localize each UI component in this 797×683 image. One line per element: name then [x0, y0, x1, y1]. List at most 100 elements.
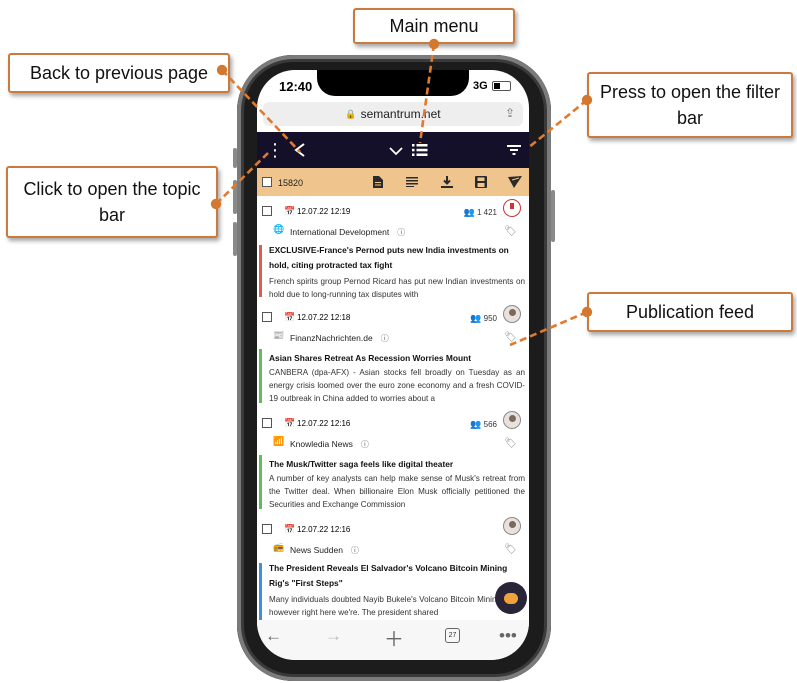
calendar-icon: 📅 — [284, 524, 296, 534]
lock-icon: 🔒 — [345, 108, 357, 119]
text-lines-icon[interactable] — [406, 177, 418, 187]
item-snippet: A number of key analysts can help make s… — [269, 474, 525, 509]
item-checkbox[interactable] — [262, 312, 272, 322]
info-icon[interactable]: ⓘ — [397, 228, 406, 237]
source-logo-icon: 📻 — [273, 542, 285, 552]
address-bar[interactable]: 🔒 semantrum.net ⇪ — [263, 102, 523, 126]
item-checkbox[interactable] — [262, 418, 272, 428]
battery-icon — [492, 81, 511, 91]
status-time: 12:40 — [279, 79, 313, 94]
avatar[interactable] — [503, 517, 521, 535]
people-icon: 👥 — [463, 207, 475, 217]
filter-icon[interactable] — [507, 145, 521, 155]
download-icon[interactable] — [441, 176, 453, 188]
source-logo-icon: 📶 — [273, 436, 285, 446]
chat-button[interactable] — [495, 582, 527, 614]
publication-feed: 📅 12.07.22 12:19 👥1 421 🌐 International … — [257, 196, 529, 620]
source-logo-icon: 🌐 — [273, 224, 285, 234]
side-button-volume-down — [233, 222, 237, 256]
avatar[interactable] — [503, 199, 521, 217]
browser-back-icon[interactable]: ← — [265, 626, 282, 645]
tag-icon[interactable]: 🏷 — [504, 438, 517, 449]
share-icon[interactable]: ⇪ — [504, 106, 515, 120]
people-icon: 👥 — [470, 419, 482, 429]
category-bar — [259, 563, 262, 620]
readers-count: 👥950 — [470, 313, 497, 323]
document-icon[interactable] — [373, 176, 383, 188]
calendar-icon: 📅 — [284, 206, 296, 216]
callout-filter: Press to open the filter bar — [587, 72, 793, 138]
calendar-icon: 📅 — [284, 418, 296, 428]
info-icon[interactable]: ⓘ — [350, 546, 359, 555]
save-icon[interactable] — [475, 176, 487, 188]
url-text: semantrum.net — [360, 107, 441, 121]
back-arrow-icon[interactable] — [292, 142, 308, 158]
callout-main-menu: Main menu — [353, 8, 515, 44]
app-header: ⋮ — [257, 132, 529, 168]
category-bar — [259, 455, 262, 509]
tag-icon[interactable]: 🏷 — [504, 226, 517, 237]
item-headline[interactable]: Asian Shares Retreat As Recession Worrie… — [269, 353, 471, 363]
vertical-dots-icon[interactable]: ⋮ — [266, 140, 284, 160]
list-icon[interactable] — [412, 143, 428, 157]
tabs-count-icon[interactable]: 27 — [445, 628, 460, 643]
phone-screen: 12:40 3G 🔒 semantrum.net ⇪ ⋮ 15820 — [257, 70, 529, 660]
tag-icon[interactable]: 🏷 — [504, 332, 517, 343]
callout-topic-text: Click to open the topic bar — [23, 179, 201, 225]
feed-item[interactable]: 📅 12.07.22 12:19 👥1 421 🌐 International … — [257, 196, 529, 303]
callout-main-menu-text: Main menu — [389, 16, 479, 36]
action-toolbar: 15820 — [257, 168, 529, 196]
item-snippet: French spirits group Pernod Ricard has p… — [269, 277, 525, 299]
chat-icon — [504, 592, 518, 604]
chevron-down-icon[interactable] — [389, 146, 403, 156]
item-snippet: CANBERA (dpa-AFX) - Asian stocks fell br… — [269, 368, 525, 403]
info-icon[interactable]: ⓘ — [380, 334, 389, 343]
more-icon[interactable]: ••• — [499, 626, 517, 645]
readers-count: 👥1 421 — [463, 207, 497, 217]
select-all-checkbox[interactable] — [262, 177, 272, 187]
source-logo-icon: 📰 — [273, 330, 285, 340]
tag-icon[interactable]: 🏷 — [504, 544, 517, 555]
side-button-volume-up — [233, 180, 237, 214]
item-date: 12.07.22 12:18 — [297, 313, 351, 322]
item-date: 12.07.22 12:19 — [297, 207, 351, 216]
calendar-icon: 📅 — [284, 312, 296, 322]
callout-back: Back to previous page — [8, 53, 230, 93]
side-button-mute — [233, 148, 237, 168]
item-headline[interactable]: EXCLUSIVE-France's Pernod puts new India… — [269, 245, 509, 270]
callout-filter-text: Press to open the filter bar — [599, 82, 781, 128]
info-icon[interactable]: ⓘ — [360, 440, 369, 449]
side-button-power — [551, 190, 555, 242]
avatar[interactable] — [503, 411, 521, 429]
category-bar — [259, 245, 262, 297]
item-headline[interactable]: The President Reveals El Salvador's Volc… — [269, 563, 508, 588]
feed-item[interactable]: 📅 12.07.22 12:18 👥950 📰 FinanzNachrichte… — [257, 302, 529, 409]
callout-feed-text: Publication feed — [625, 302, 755, 322]
item-snippet: Many individuals doubted Nayib Bukele's … — [269, 595, 525, 617]
item-checkbox[interactable] — [262, 524, 272, 534]
status-bar: 12:40 3G — [257, 70, 529, 98]
item-checkbox[interactable] — [262, 206, 272, 216]
readers-count: 👥566 — [470, 419, 497, 429]
people-icon: 👥 — [470, 313, 482, 323]
callout-feed: Publication feed — [587, 292, 793, 332]
item-date: 12.07.22 12:16 — [297, 525, 351, 534]
new-tab-icon[interactable]: ＋ — [384, 629, 404, 651]
network-indicator: 3G — [473, 80, 488, 92]
callout-back-text: Back to previous page — [29, 63, 209, 83]
browser-forward-icon[interactable]: → — [325, 626, 342, 645]
browser-bottom-bar: ← → ＋ 27 ••• — [257, 620, 529, 660]
callout-topic: Click to open the topic bar — [6, 166, 218, 238]
send-icon[interactable] — [508, 176, 522, 188]
item-date: 12.07.22 12:16 — [297, 419, 351, 428]
result-count: 15820 — [278, 178, 304, 188]
notch — [317, 70, 469, 96]
item-headline[interactable]: The Musk/Twitter saga feels like digital… — [269, 459, 454, 469]
avatar[interactable] — [503, 305, 521, 323]
